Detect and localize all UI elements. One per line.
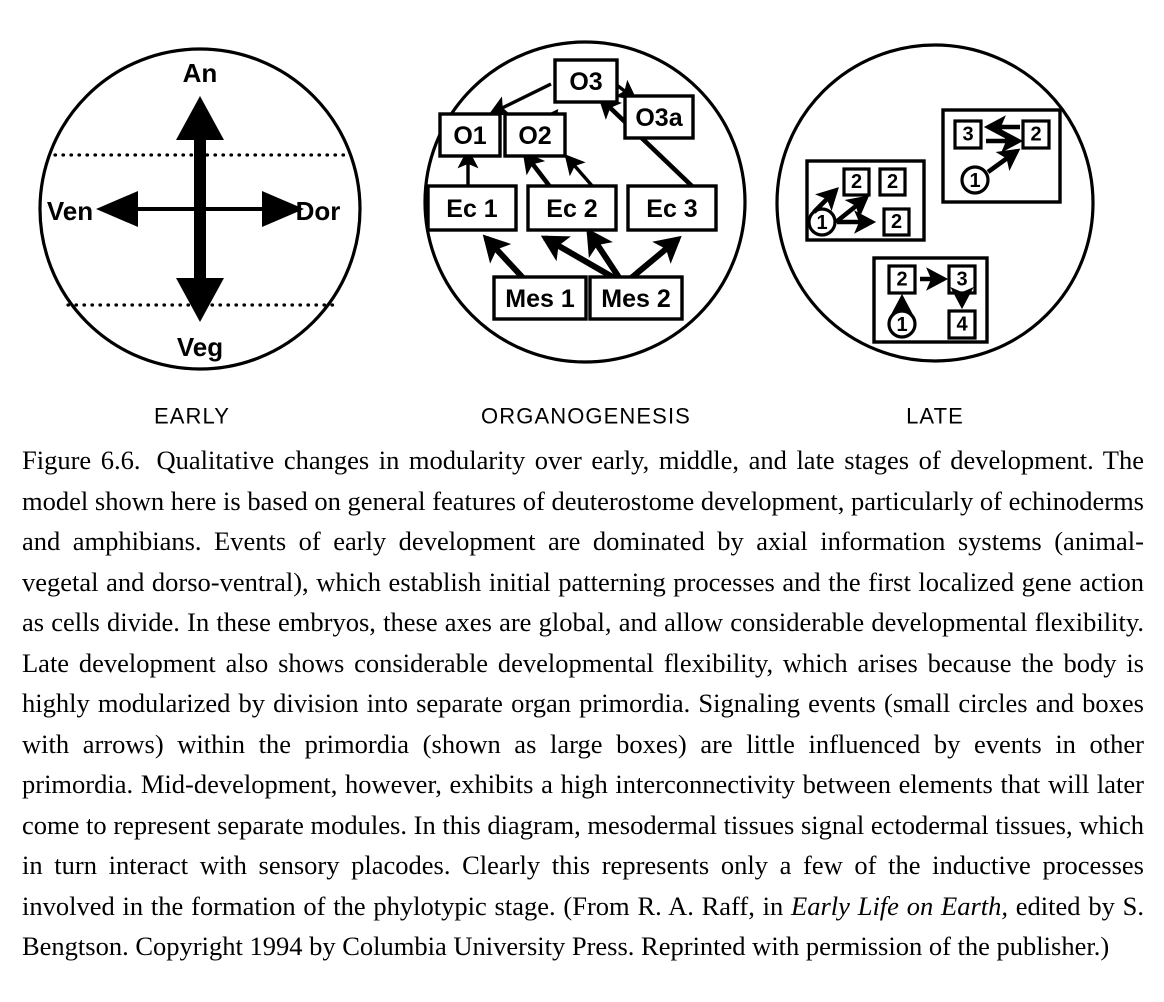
signal-box-4-bottom[interactable] [947, 309, 977, 340]
signal-box-2-b[interactable] [878, 167, 907, 197]
signal-arrow-1-to-2a [812, 187, 839, 214]
edge-mes2-to-ec2 [586, 227, 623, 281]
organogenesis-nodes: O3 O3a O1 O2 Ec 1 Ec 2 Ec 3 Mes 1 Mes 2 [426, 58, 718, 321]
signal-box-3-bottom-label: 3 [956, 269, 967, 291]
late-panel: 1 2 2 2 3 2 1 [775, 43, 1095, 363]
signal-box-2-a[interactable] [842, 167, 871, 197]
stage-label-organogenesis: ORGANOGENESIS [481, 404, 691, 429]
signal-box-2-label: 2 [1030, 124, 1041, 146]
edge-ec2-to-o2-a [522, 150, 553, 190]
axis-label-vegetal: Veg [177, 332, 223, 362]
caption-body-part2: edited by S. Bengtson. Copyright 1994 by… [22, 890, 1144, 962]
node-label-ec2: Ec 2 [546, 195, 597, 223]
edge-mes2-to-ec1 [540, 235, 618, 282]
node-box-ec3[interactable] [626, 184, 718, 232]
signal-arrow-1-to-2b [834, 195, 870, 224]
signal-circle-1-top-right[interactable] [960, 165, 990, 195]
node-box-o3[interactable] [553, 58, 619, 104]
signal-box-2-bottom-label: 2 [896, 269, 907, 291]
edge-ec3-to-o3 [598, 96, 696, 190]
node-label-mes2: Mes 2 [601, 285, 670, 313]
caption-italic-title: Early Life on Earth, [791, 890, 1008, 921]
axis-label-animal: An [183, 58, 218, 88]
node-label-ec3: Ec 3 [646, 195, 697, 223]
early-panel: An Veg Ven Dor [38, 47, 362, 371]
axis-label-dorsal: Dor [296, 196, 341, 226]
node-label-o2: O2 [518, 122, 551, 150]
edge-ec2-to-o2-b [564, 154, 596, 190]
node-label-o3: O3 [569, 68, 602, 96]
primordium-left[interactable]: 1 2 2 2 [805, 159, 926, 242]
node-box-o1[interactable] [438, 112, 502, 158]
caption-figure-number: Figure 6.6. [22, 445, 141, 475]
organogenesis-panel: O3 O3a O1 O2 Ec 1 Ec 2 Ec 3 Mes 1 Mes 2 [423, 40, 747, 364]
signal-box-2-bottom[interactable] [887, 264, 917, 295]
dorso-ventral-axis-arrow [96, 191, 304, 227]
node-label-ec1: Ec 1 [446, 195, 498, 223]
node-label-o1: O1 [453, 122, 486, 150]
node-box-mes2[interactable] [588, 275, 684, 321]
node-box-ec2[interactable] [526, 184, 618, 232]
signal-circle-1-bottom-label: 1 [896, 314, 907, 336]
edge-o3-to-o1 [488, 82, 552, 116]
figure-caption: Figure 6.6.Qualitative changes in modula… [22, 440, 1144, 967]
axis-label-ventral: Ven [47, 196, 93, 226]
figure-panels: An Veg Ven Dor [0, 0, 1164, 440]
signal-box-2-c-label: 2 [891, 211, 902, 233]
signal-circle-1-label: 1 [816, 212, 827, 234]
caption-body-part1: Qualitative changes in modularity over e… [22, 445, 1145, 921]
node-box-mes1[interactable] [492, 275, 588, 321]
primordium-bottom[interactable]: 2 3 4 1 [872, 256, 989, 344]
signal-box-3[interactable] [953, 119, 983, 150]
primordium-top-right[interactable]: 3 2 1 [941, 108, 1062, 204]
signal-circle-1-top-right-label: 1 [969, 170, 980, 192]
signal-box-4-bottom-label: 4 [956, 314, 968, 336]
node-label-mes1: Mes 1 [505, 285, 575, 313]
signal-box-3-label: 3 [962, 124, 973, 146]
edge-mes1-to-ec1 [482, 234, 527, 282]
stage-label-early: EARLY [154, 404, 230, 429]
edge-mes2-to-ec3 [628, 235, 682, 282]
signal-box-2-a-label: 2 [851, 171, 862, 193]
signal-box-2-c[interactable] [882, 207, 911, 237]
signal-arrow-1-to-2-top-right [986, 148, 1021, 174]
node-box-o2[interactable] [503, 112, 567, 158]
stage-label-late: LATE [906, 404, 964, 429]
node-box-ec1[interactable] [426, 184, 518, 232]
node-label-o3a: O3a [635, 104, 683, 132]
signal-box-2-b-label: 2 [887, 171, 898, 193]
node-box-o3a[interactable] [623, 94, 695, 140]
